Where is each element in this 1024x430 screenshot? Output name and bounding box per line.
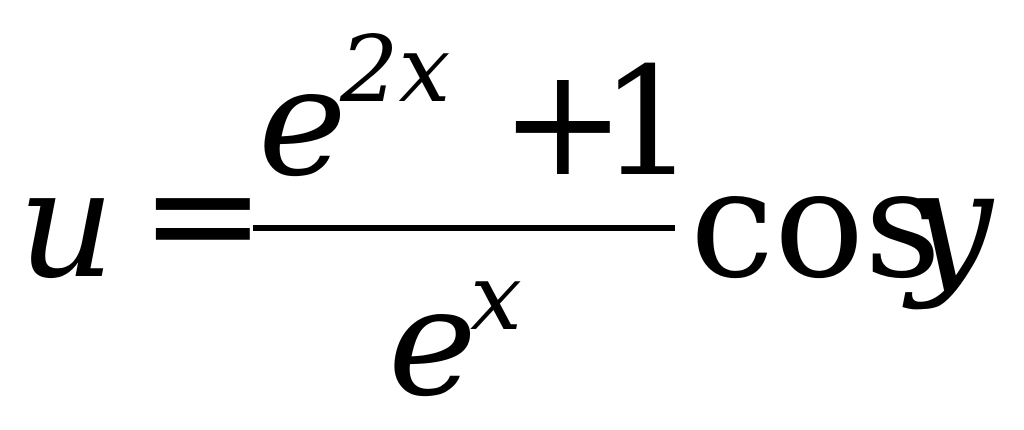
numerator-plus-sign: +: [500, 36, 626, 210]
denominator-exponent: x: [470, 244, 522, 351]
lhs-variable-u: u: [18, 138, 115, 312]
numerator-exponent: 2x: [340, 16, 451, 123]
equals-sign: =: [140, 128, 266, 302]
numerator-base-e: e: [258, 36, 347, 210]
denominator-base-e: e: [388, 256, 477, 430]
fraction-bar: [253, 225, 675, 231]
argument-y: y: [908, 138, 993, 312]
function-cos: cos: [690, 138, 942, 312]
numerator-constant: 1: [600, 36, 696, 210]
